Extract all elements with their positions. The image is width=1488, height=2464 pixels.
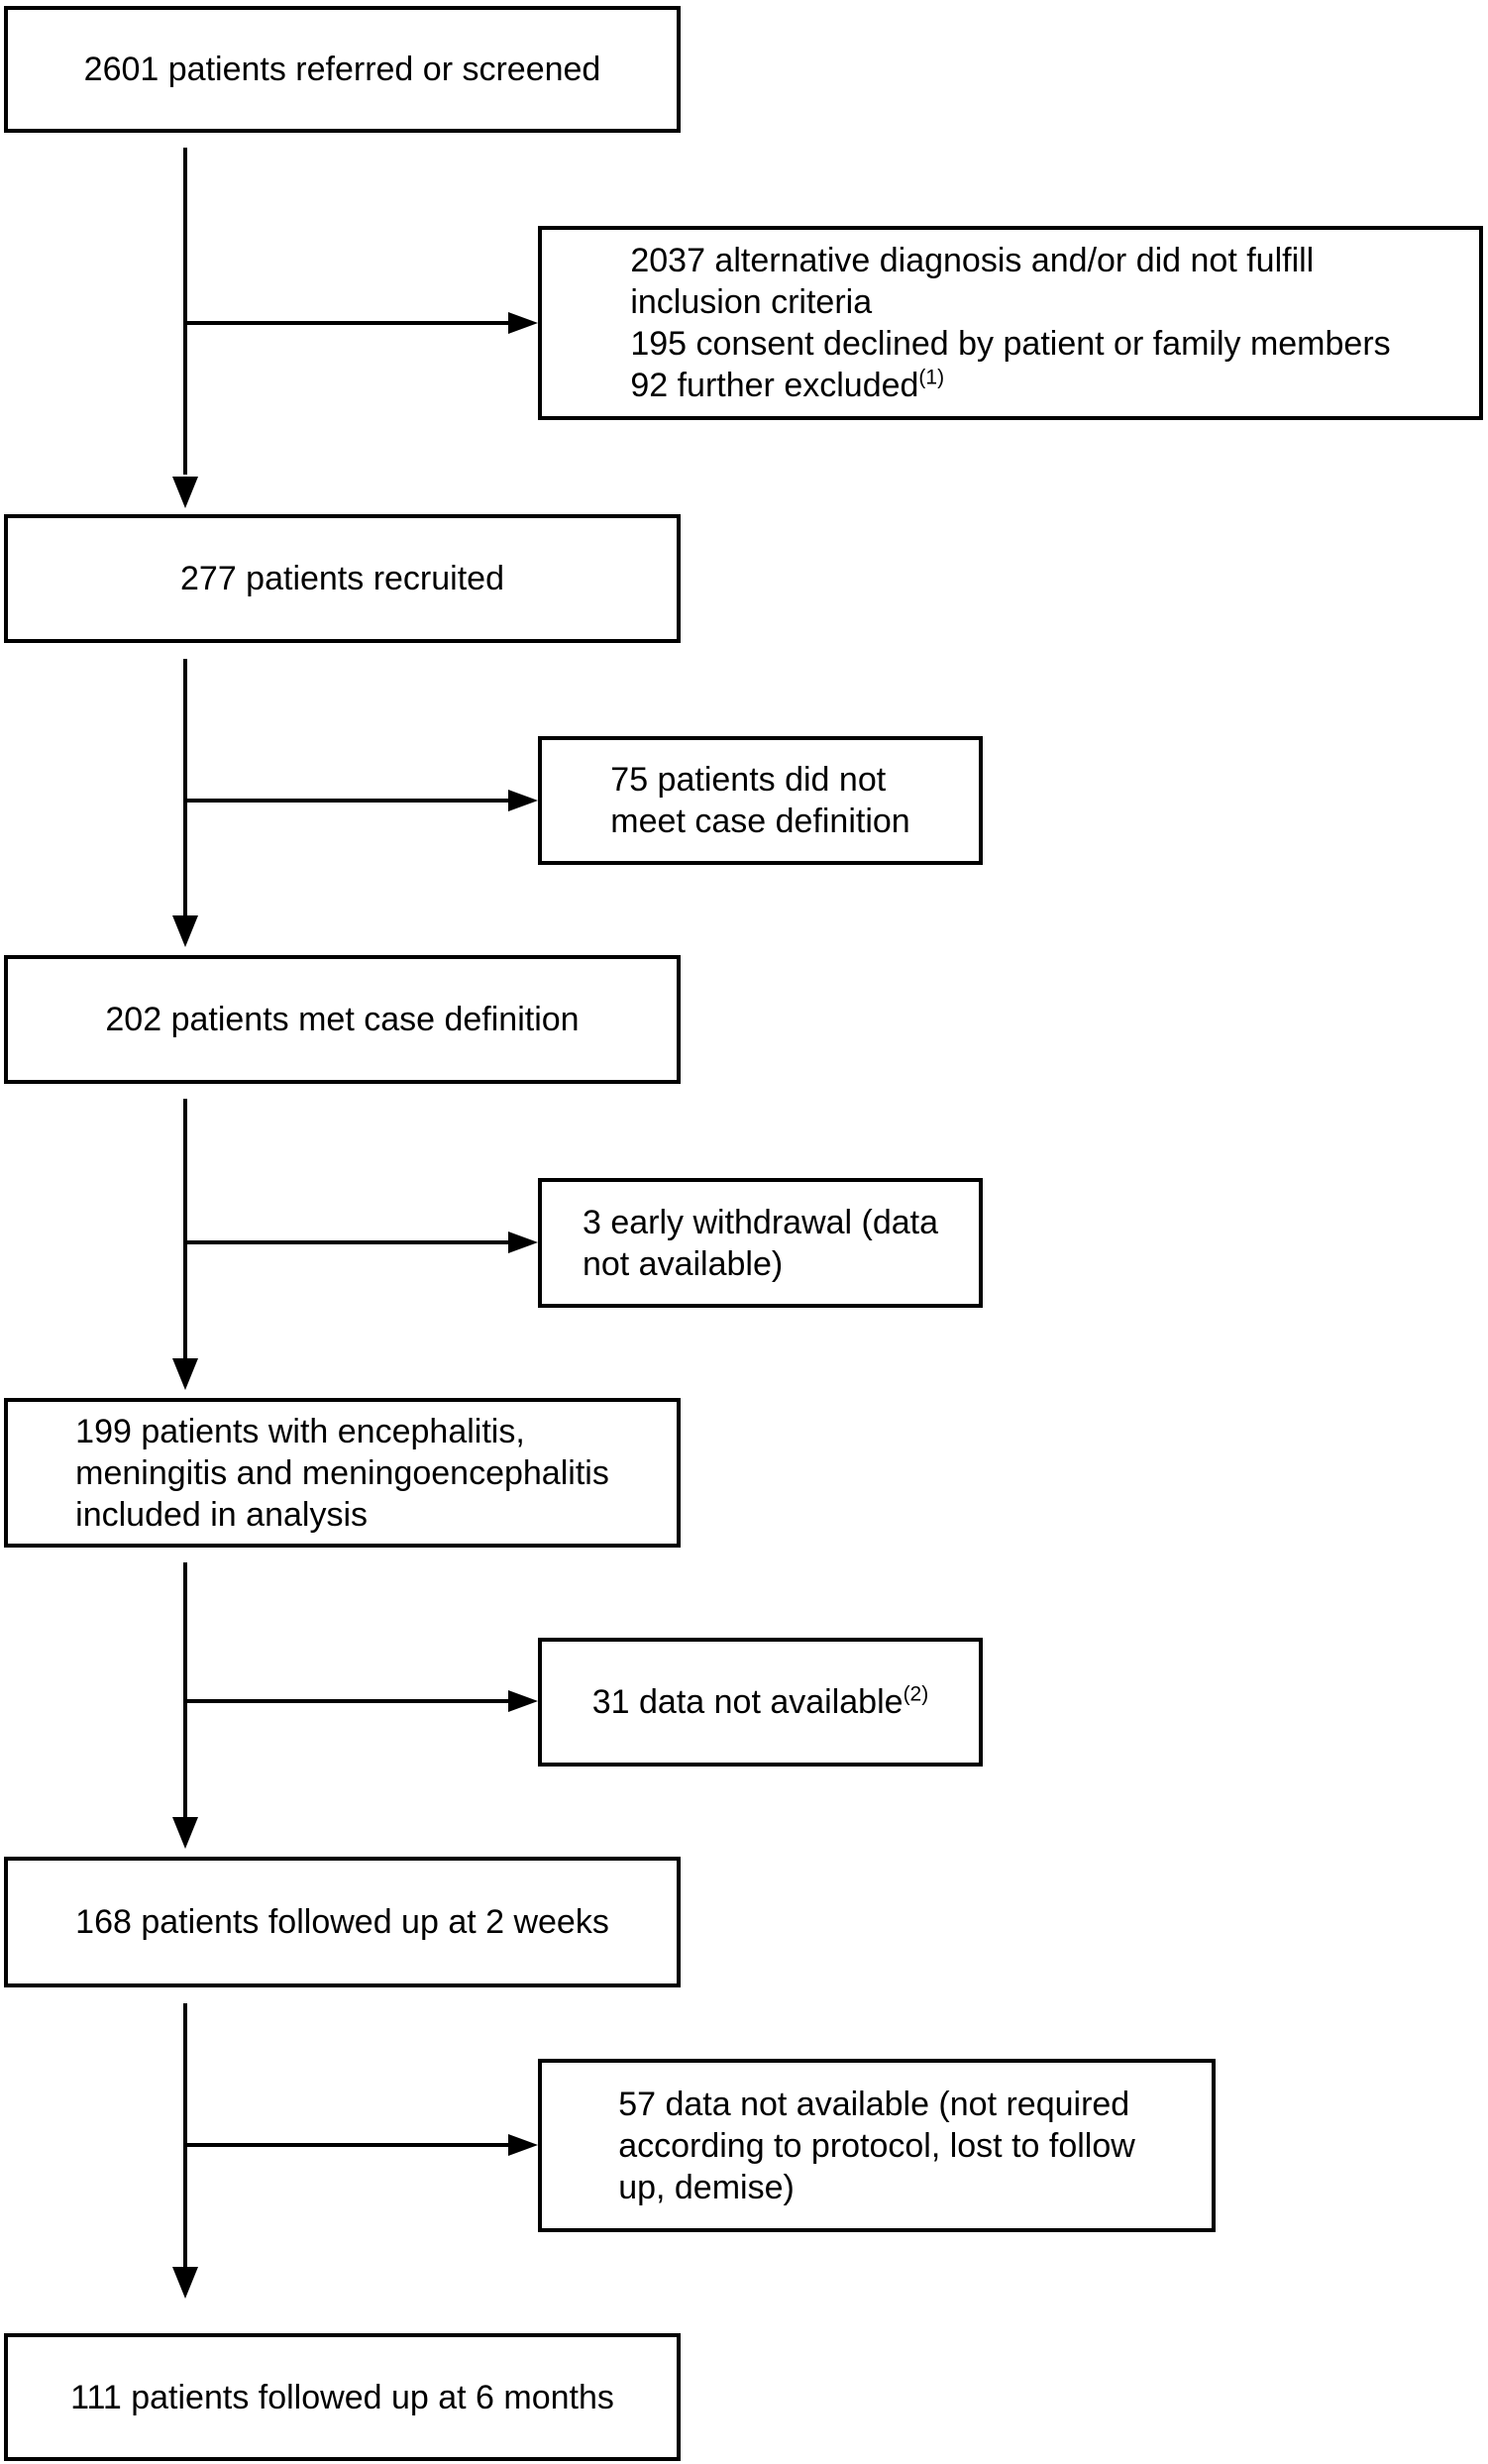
flow-node-text: 2601 patients referred or screened <box>83 51 601 88</box>
connector-line-5 <box>183 2003 187 2269</box>
flow-node-excluded-at-screening: 2037 alternative diagnosis and/or did no… <box>538 226 1483 420</box>
branch-line-3 <box>183 1240 510 1244</box>
arrow-right-icon-1 <box>508 312 538 334</box>
flow-node-followed-up-6-months: 111 patients followed up at 6 months <box>4 2333 681 2461</box>
arrow-down-icon-5 <box>172 2267 198 2299</box>
arrow-right-icon-3 <box>508 1232 538 1253</box>
branch-line-5 <box>183 2143 510 2147</box>
flow-node-text: 2037 alternative diagnosis and/or did no… <box>630 242 1391 404</box>
arrow-down-icon-2 <box>172 915 198 947</box>
arrow-down-icon-1 <box>172 477 198 508</box>
flow-node-text: 277 patients recruited <box>180 560 504 597</box>
branch-line-2 <box>183 799 510 803</box>
flow-node-data-not-available-2-weeks: 31 data not available(2) <box>538 1638 983 1767</box>
arrow-right-icon-2 <box>508 790 538 811</box>
flow-node-early-withdrawal: 3 early withdrawal (data not available) <box>538 1178 983 1308</box>
footnote-marker-2: (2) <box>903 1682 929 1706</box>
flow-node-recruited: 277 patients recruited <box>4 514 681 643</box>
flow-node-text: 199 patients with encephalitis, meningit… <box>75 1412 609 1534</box>
flow-node-included-in-analysis: 199 patients with encephalitis, meningit… <box>4 1398 681 1548</box>
branch-line-1 <box>183 321 510 325</box>
footnote-marker-1: (1) <box>918 366 945 389</box>
flow-node-text: 202 patients met case definition <box>105 1001 580 1038</box>
flow-node-did-not-meet-case-definition: 75 patients did not meet case definition <box>538 736 983 865</box>
arrow-down-icon-4 <box>172 1817 198 1849</box>
connector-line-4 <box>183 1562 187 1819</box>
flow-node-text: 57 data not available (not required acco… <box>618 2085 1135 2206</box>
flow-node-text: 75 patients did not meet case definition <box>610 761 910 840</box>
flow-node-met-case-definition: 202 patients met case definition <box>4 955 681 1084</box>
arrow-down-icon-3 <box>172 1358 198 1390</box>
flow-node-text: 31 data not available(2) <box>591 1682 929 1721</box>
flow-node-text: 111 patients followed up at 6 months <box>70 2378 614 2416</box>
flow-node-text: 3 early withdrawal (data not available) <box>582 1203 939 1283</box>
connector-line-3 <box>183 1099 187 1360</box>
arrow-right-icon-4 <box>508 1690 538 1712</box>
flow-node-data-not-available-6-months: 57 data not available (not required acco… <box>538 2059 1216 2232</box>
arrow-right-icon-5 <box>508 2134 538 2156</box>
connector-line-1 <box>183 148 187 475</box>
flow-node-referred-screened: 2601 patients referred or screened <box>4 6 681 133</box>
flow-node-followed-up-2-weeks: 168 patients followed up at 2 weeks <box>4 1857 681 1987</box>
flow-node-text: 168 patients followed up at 2 weeks <box>75 1903 609 1941</box>
branch-line-4 <box>183 1699 510 1703</box>
connector-line-2 <box>183 659 187 917</box>
